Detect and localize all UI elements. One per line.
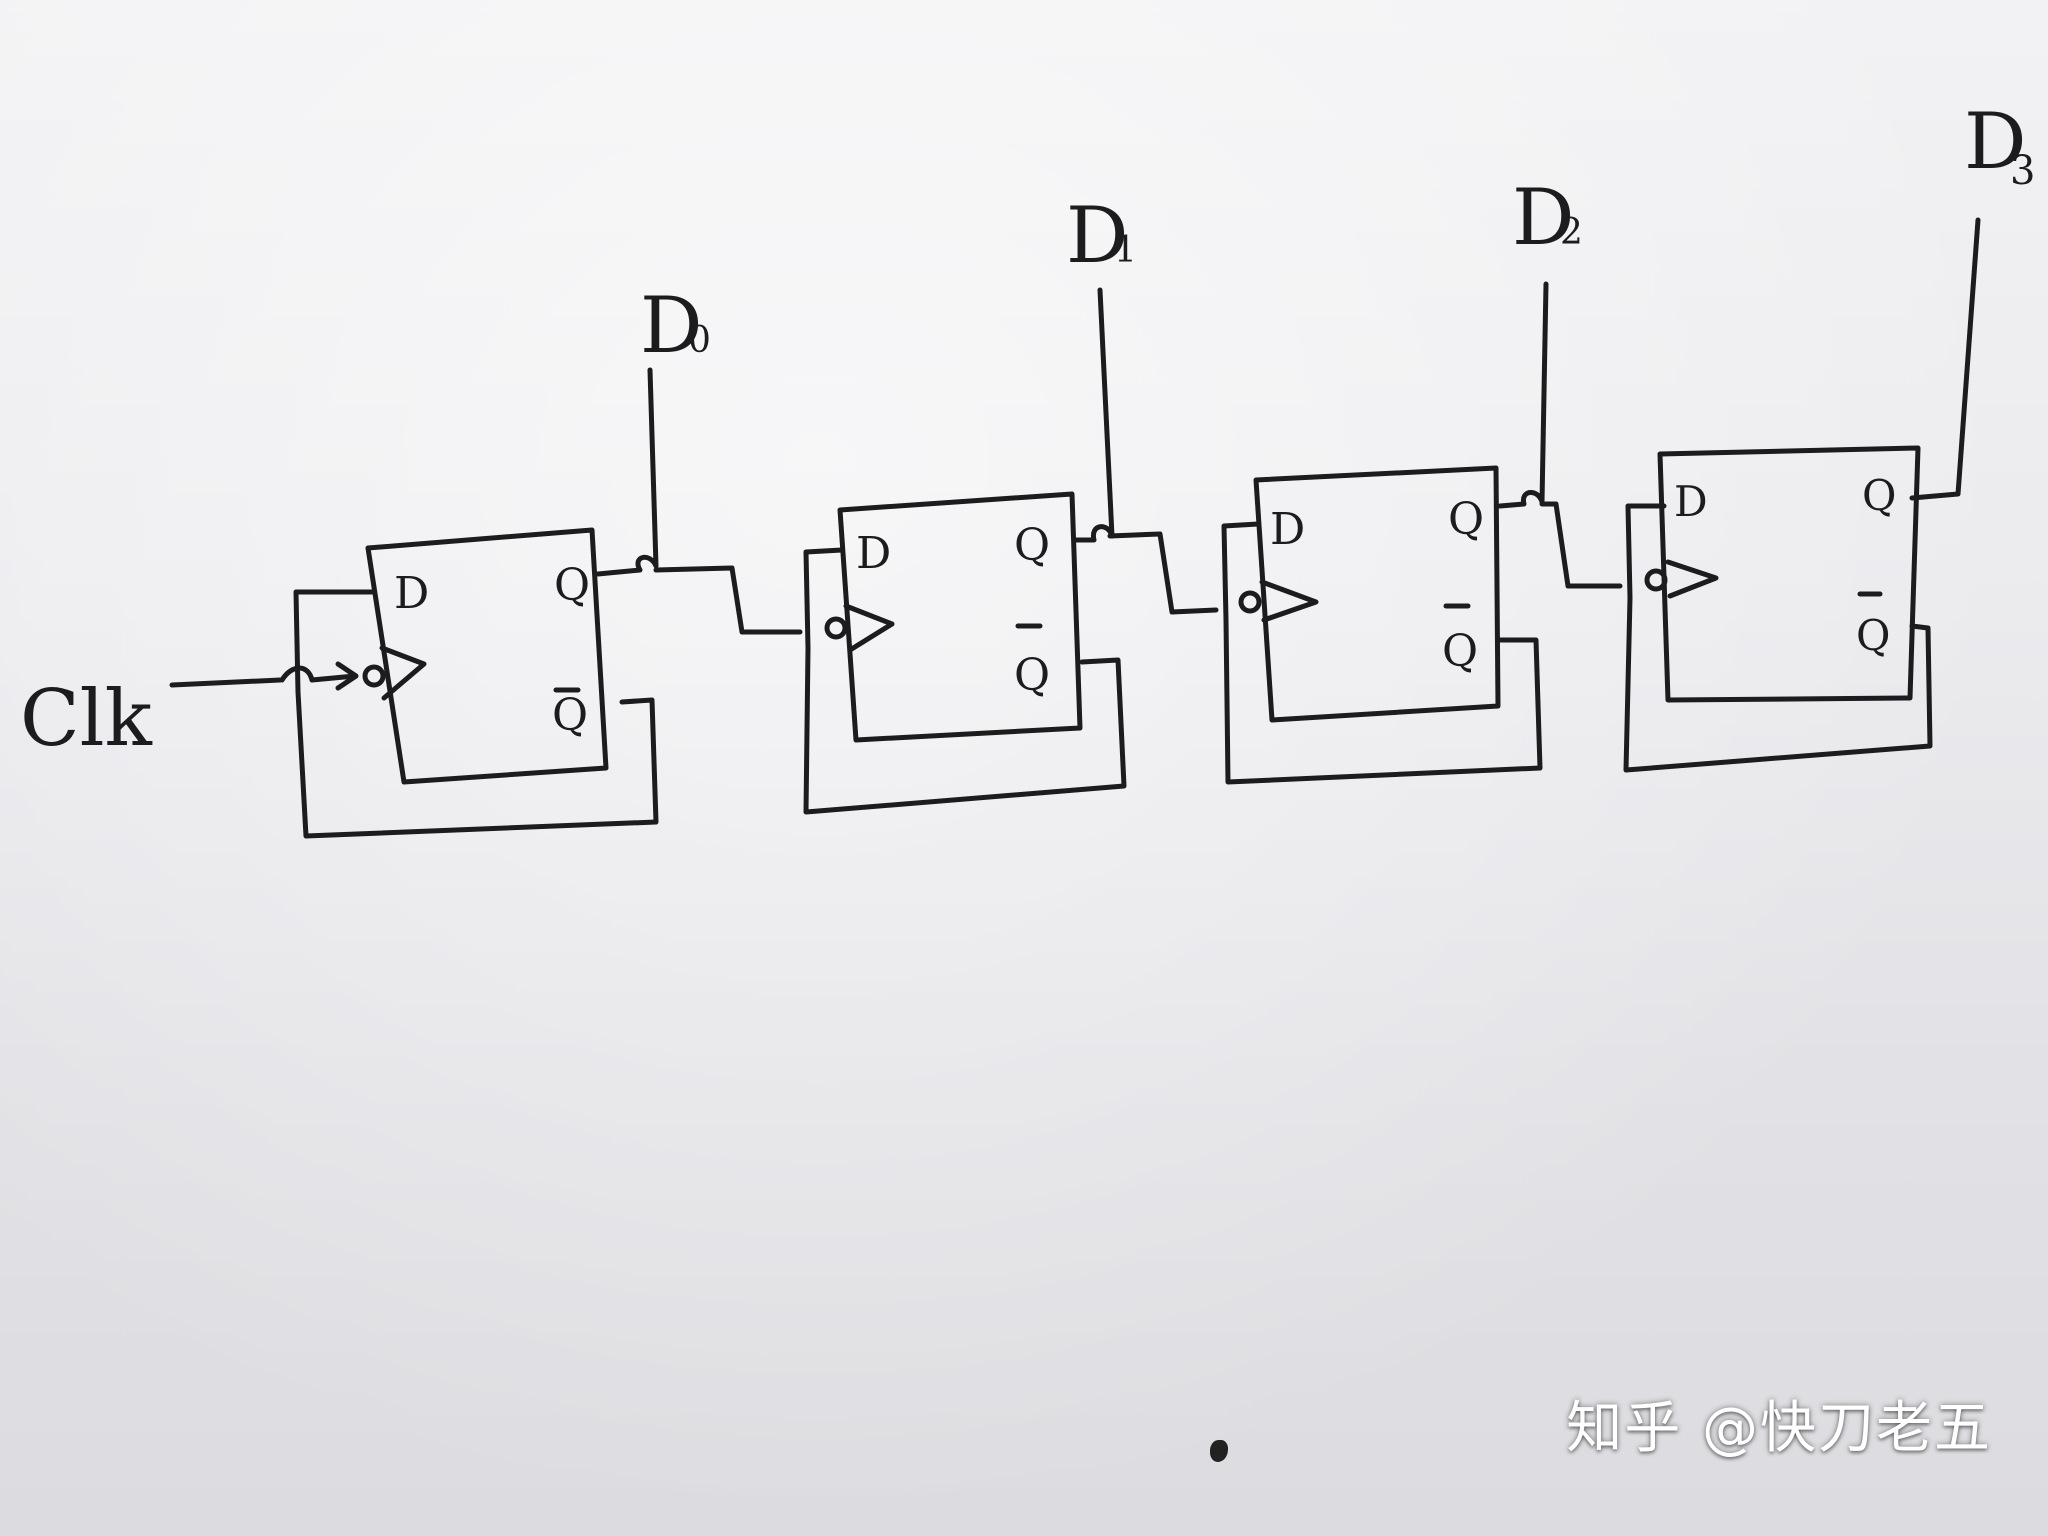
ff0-clock-bubble: [362, 664, 386, 688]
ff3-clock-triangle: [1665, 559, 1719, 599]
watermark: 知乎 @快刀老五: [1566, 1396, 1992, 1461]
clock-label: Clk: [20, 674, 153, 764]
flip-flop-2: D Q Q: [1221, 281, 1623, 785]
ff0-q-label: Q: [554, 560, 590, 611]
output-sub-d0: 0: [688, 320, 711, 361]
output-label-d0: D: [640, 281, 703, 371]
ff1-q-to-d1-wire: [1071, 287, 1115, 543]
ff1-q-to-ff2-clk-wire: [1107, 531, 1219, 615]
flip-flop-0: D Q Q: [293, 367, 803, 839]
ff1-feedback-wire: [803, 547, 1127, 815]
ff2-q-label: Q: [1448, 494, 1484, 545]
ff3-d-label: D: [1674, 477, 1708, 526]
paper-speck: [1210, 1440, 1228, 1462]
output-sub-d3: 3: [2010, 148, 2035, 194]
ff0-feedback-wire: [293, 589, 659, 839]
ff0-clock-triangle: [379, 645, 427, 701]
ff0-qbar-label: Q: [552, 690, 588, 741]
ff2-d-label: D: [1270, 504, 1305, 555]
ff0-q-to-ff1-clk-wire: [653, 565, 803, 635]
ff1-q-label: Q: [1014, 520, 1050, 571]
ff1-body: [837, 491, 1083, 743]
ff2-clock-bubble: [1238, 590, 1262, 614]
clock-arrow-head: [335, 661, 359, 691]
output-label-d2: D: [1512, 173, 1575, 263]
ff3-q-to-d3-wire: [1909, 217, 1981, 501]
output-label-d3: D: [1964, 97, 2027, 187]
ff1-clock-triangle: [843, 603, 895, 653]
ff3-clock-bubble: [1644, 568, 1668, 592]
ff2-q-to-d2-wire: [1497, 281, 1549, 509]
output-sub-d2: 2: [1560, 212, 1583, 253]
ff2-qbar-label: Q: [1442, 626, 1478, 677]
flip-flop-1: D Q Q: [803, 287, 1219, 815]
ff3-qbar-label: Q: [1856, 611, 1890, 660]
output-sub-d1: 1: [1114, 230, 1137, 271]
ff2-feedback-wire: [1221, 521, 1543, 785]
ff0-body: [365, 527, 609, 785]
ff0-q-to-d0-wire: [595, 367, 659, 577]
ff3-body: [1657, 445, 1921, 703]
ff2-q-to-ff3-clk-wire: [1539, 501, 1623, 589]
flip-flop-3: D Q Q: [1623, 217, 1981, 773]
ff1-qbar-label: Q: [1014, 650, 1050, 701]
output-label-d1: D: [1066, 191, 1129, 281]
ff1-d-label: D: [856, 528, 891, 579]
ff3-q-label: Q: [1862, 471, 1896, 520]
ff0-d-label: D: [394, 568, 429, 619]
ff1-clock-bubble: [824, 616, 848, 640]
output-labels: D 0 D 1 D 2 D 3: [640, 97, 2035, 371]
ff2-clock-triangle: [1259, 579, 1319, 623]
clock-input-wire: [169, 665, 358, 688]
ff2-body: [1253, 465, 1501, 723]
ff3-feedback-wire: [1623, 503, 1933, 773]
